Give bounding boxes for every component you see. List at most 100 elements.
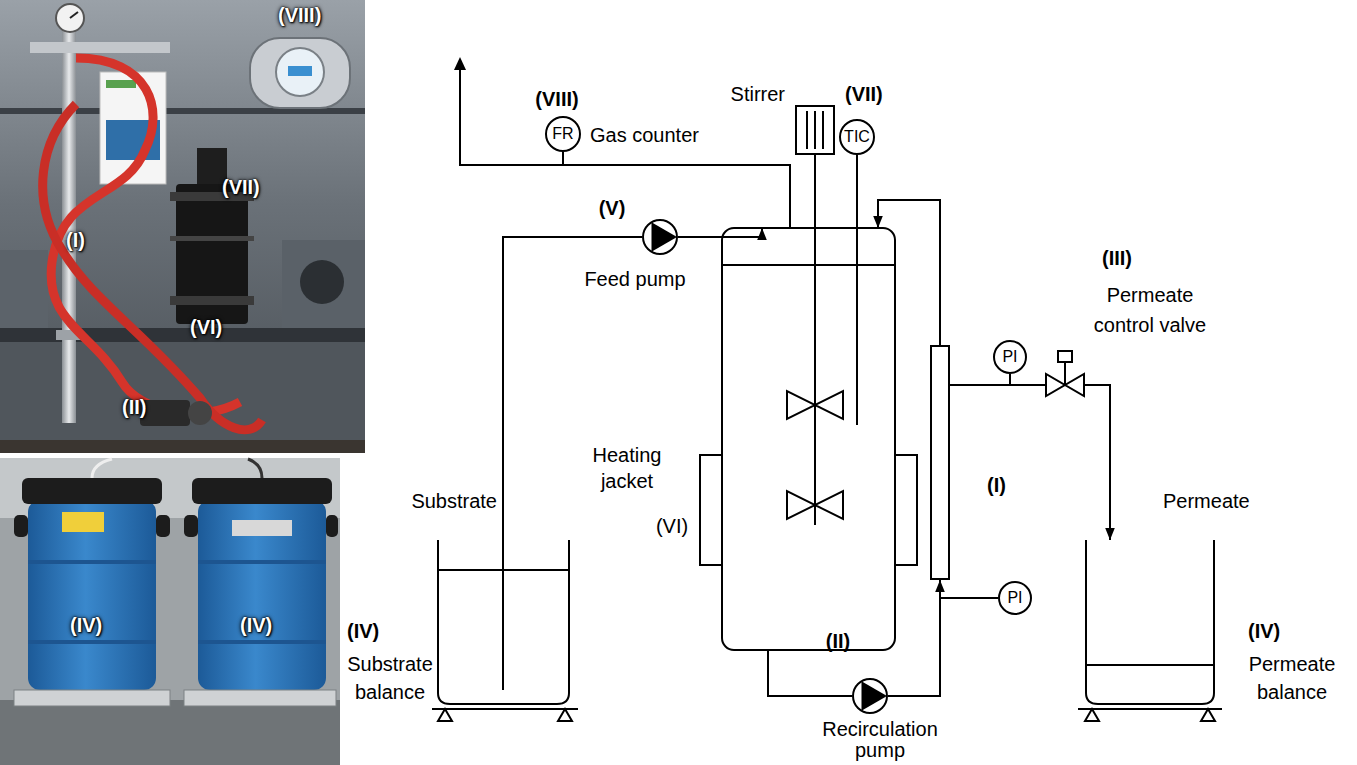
substrate-tank-outline bbox=[437, 540, 570, 705]
equipment-label: Recirculation pump bbox=[810, 719, 950, 761]
pipe-connector bbox=[768, 650, 852, 696]
reactor-photo bbox=[0, 440, 365, 453]
process-lines bbox=[454, 57, 1010, 690]
callout-number: (IV) bbox=[70, 614, 102, 637]
heating-jacket bbox=[895, 455, 917, 565]
pump-casing bbox=[643, 220, 677, 254]
equipment-label: Heating jacket bbox=[577, 442, 677, 494]
callout-number: (IV) bbox=[1248, 620, 1280, 643]
reactor-photo bbox=[0, 328, 365, 342]
liquid-level bbox=[438, 569, 569, 571]
barrels-photo bbox=[0, 700, 340, 765]
pipe-connector bbox=[503, 237, 642, 540]
process-lines bbox=[940, 597, 998, 599]
barrels-photo bbox=[198, 560, 326, 564]
recirculation-pump: (II)Recirculation pump bbox=[852, 678, 888, 714]
pressure-indicator: PI bbox=[993, 340, 1027, 374]
reactor-photo bbox=[0, 342, 365, 440]
reactor-photo bbox=[0, 0, 365, 453]
reactor-photo bbox=[140, 400, 190, 426]
callout-number: (VI) bbox=[190, 316, 222, 339]
tank-wall bbox=[1086, 540, 1214, 704]
process-lines bbox=[787, 491, 843, 519]
pump-casing bbox=[853, 679, 887, 713]
instrument-tag: PI bbox=[1007, 589, 1022, 607]
instrument-tag: TIC bbox=[844, 128, 870, 146]
barrels-photo bbox=[156, 515, 170, 537]
barrels-photo bbox=[326, 515, 338, 537]
feed-pump: (V)Feed pump bbox=[642, 219, 678, 255]
callout-number: (I) bbox=[987, 474, 1006, 497]
barrels-photo bbox=[198, 500, 326, 690]
text-anchor: Stirrer bbox=[465, 83, 785, 106]
control-valve: (III)Permeate control valve bbox=[1045, 350, 1085, 397]
reactor-photo bbox=[276, 48, 324, 96]
text-anchor: (II) bbox=[122, 396, 442, 419]
text-anchor: Substrate balance bbox=[335, 650, 445, 706]
vessel-wall bbox=[722, 228, 895, 650]
text-anchor: (I) bbox=[987, 474, 1307, 497]
process-lines bbox=[562, 152, 564, 165]
text-anchor: (VII) bbox=[222, 176, 542, 199]
text-anchor: Permeate bbox=[1163, 490, 1357, 513]
callout-number: (II) bbox=[122, 396, 146, 419]
motor-box bbox=[796, 106, 834, 154]
pipe-connector bbox=[878, 200, 940, 345]
pipe-connector bbox=[950, 384, 1045, 386]
text-anchor: (IV) bbox=[1248, 620, 1357, 643]
component-label: Gas counter bbox=[590, 124, 699, 147]
reactor-photo bbox=[30, 42, 170, 53]
pipe-connector bbox=[814, 155, 816, 228]
callout-number: (IV) bbox=[347, 620, 379, 643]
reactor-photo bbox=[0, 250, 48, 330]
feed-pump-outline bbox=[642, 219, 678, 255]
text-anchor: Permeate control valve bbox=[1085, 280, 1215, 340]
text-anchor: (VI) bbox=[190, 316, 510, 339]
process-lines bbox=[787, 391, 843, 419]
callout-number: (VII) bbox=[222, 176, 260, 199]
text-anchor: Heating jacket bbox=[577, 442, 677, 494]
barrels-photo bbox=[192, 478, 332, 504]
barrels-photo bbox=[0, 458, 340, 765]
process-lines bbox=[856, 228, 858, 425]
reactor-photo bbox=[70, 12, 78, 18]
process-lines bbox=[1009, 374, 1011, 385]
pipe-connector bbox=[678, 228, 762, 237]
heating-jacket bbox=[700, 455, 722, 565]
equipment-label: (VI) bbox=[656, 515, 688, 538]
text-anchor: Substrate bbox=[177, 490, 497, 513]
text-anchor: (III) bbox=[1102, 247, 1357, 270]
barrels-photo bbox=[248, 459, 262, 478]
callout-number: (III) bbox=[1102, 247, 1132, 270]
process-lines bbox=[460, 68, 790, 228]
motor-fin bbox=[822, 111, 824, 149]
barrels-photo bbox=[184, 515, 198, 537]
equipment-label: Substrate bbox=[411, 490, 497, 513]
reactor-photo bbox=[106, 80, 136, 88]
text-anchor: PI bbox=[1000, 583, 1030, 613]
motor-fin bbox=[814, 111, 816, 149]
callout-number: (I) bbox=[66, 229, 85, 252]
permeate-tank: Permeate bbox=[1085, 540, 1215, 705]
balance-symbol bbox=[438, 709, 452, 721]
substrate-tank: Substrate bbox=[437, 540, 570, 705]
text-anchor: FR bbox=[547, 118, 579, 150]
component-label: Substrate balance bbox=[335, 650, 445, 706]
barrels-photo bbox=[14, 515, 28, 537]
equipment-label: Permeate bbox=[1163, 490, 1250, 513]
balance-symbol bbox=[1201, 709, 1215, 721]
barrels-photo bbox=[0, 458, 340, 765]
pressure-indicator: PI bbox=[998, 581, 1032, 615]
text-anchor: (V) bbox=[452, 197, 772, 220]
text-anchor: PI bbox=[995, 342, 1025, 372]
process-lines bbox=[502, 540, 504, 690]
equipment-label: Permeate control valve bbox=[1085, 280, 1215, 340]
barrels-photo bbox=[14, 690, 170, 706]
motor-fin bbox=[806, 111, 808, 149]
recirculation-pump-outline bbox=[852, 678, 888, 714]
balance-symbol bbox=[432, 708, 578, 710]
text-anchor: (VII) bbox=[845, 83, 1165, 106]
callout-number: (VII) bbox=[845, 83, 883, 106]
barrels-photo bbox=[232, 520, 292, 536]
callout-number: (VIII) bbox=[535, 88, 578, 111]
